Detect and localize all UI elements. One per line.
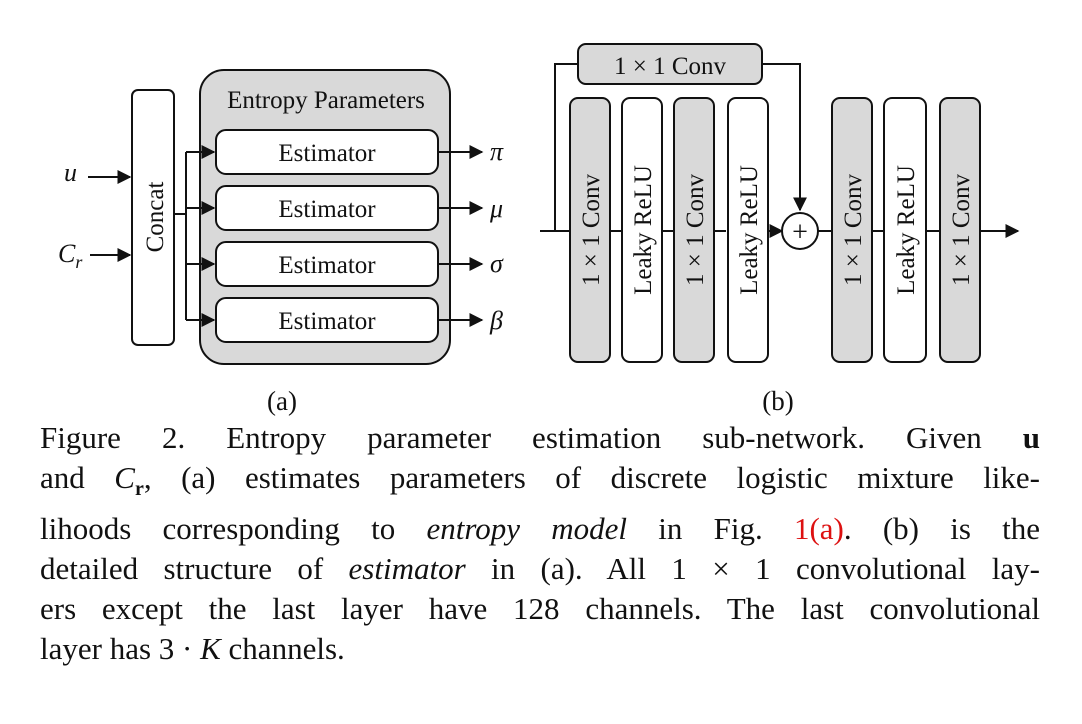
caption-line-3: lihoods corresponding to entropy model i… — [40, 509, 1040, 549]
caption-text: and — [40, 460, 115, 495]
add-node — [781, 212, 819, 250]
figure-reference-link[interactable]: 1(a) — [793, 511, 844, 547]
caption-symbol-c: C — [114, 460, 135, 495]
caption-text: channels. — [220, 631, 345, 667]
layer-box-7 — [939, 97, 981, 363]
caption-text: lihoods corresponding to — [40, 511, 427, 547]
caption-text: in Fig. — [627, 511, 794, 547]
caption-text: Figure 2. Entropy parameter estimation s… — [40, 420, 1023, 455]
caption-emphasis: entropy model — [426, 511, 627, 547]
panel-b: 1 × 1 Conv + 1 × 1 Conv Leaky ReLU 1 × 1… — [540, 43, 1020, 416]
concat-box — [131, 89, 175, 346]
caption-text: , (a) estimates parameters of discrete l… — [143, 460, 1041, 495]
add-symbol: + — [792, 217, 808, 248]
layer-box-3 — [673, 97, 715, 363]
output-beta: β — [489, 306, 503, 335]
input-u-label: u — [64, 158, 77, 187]
caption-symbol-r: r — [134, 478, 144, 501]
estimator-label-3: Estimator — [278, 252, 376, 279]
layer-label-6: Leaky ReLU — [893, 165, 920, 295]
layer-label-2: Leaky ReLU — [630, 165, 657, 295]
estimator-label-1: Estimator — [278, 140, 376, 167]
output-pi: π — [490, 137, 504, 166]
panel-a-label: (a) — [267, 386, 297, 416]
caption-line-6: layer has 3 · K channels. — [40, 629, 1040, 669]
caption-line-4: detailed structure of estimator in (a). … — [40, 549, 1040, 589]
layer-label-3: 1 × 1 Conv — [682, 173, 709, 286]
caption-line-5: ers except the last layer have 128 chann… — [40, 591, 1040, 627]
caption-text: detailed structure of — [40, 551, 349, 587]
estimator-label-2: Estimator — [278, 196, 376, 223]
panel-b-label: (b) — [762, 386, 793, 416]
caption-text: . (b) is the — [843, 511, 1040, 547]
entropy-parameters-title: Entropy Parameters — [227, 87, 425, 114]
layer-box-1 — [569, 97, 611, 363]
caption-symbol-u: u — [1022, 420, 1040, 455]
layer-label-1: 1 × 1 Conv — [578, 173, 605, 286]
panel-a: u Cr Concat Entropy Parameters Estimator… — [58, 69, 504, 416]
layer-box-6 — [883, 97, 927, 363]
figure-caption: Figure 2. Entropy parameter estimation s… — [40, 418, 1040, 669]
caption-line-1: Figure 2. Entropy parameter estimation s… — [40, 418, 1040, 458]
layer-label-7: 1 × 1 Conv — [948, 173, 975, 286]
caption-text: in (a). All 1 × 1 convolutional lay- — [465, 551, 1040, 587]
layer-box-2 — [621, 97, 663, 363]
caption-text: layer has 3 · — [40, 631, 201, 667]
estimator-label-4: Estimator — [278, 308, 376, 335]
caption-emphasis: estimator — [348, 551, 466, 587]
skip-path-right — [762, 63, 807, 212]
caption-line-2: and Cr, (a) estimates parameters of disc… — [40, 458, 1040, 509]
caption-symbol-k: K — [200, 631, 221, 667]
output-sigma: σ — [490, 249, 504, 278]
layer-label-4: Leaky ReLU — [736, 165, 763, 295]
figure-diagrams: u Cr Concat Entropy Parameters Estimator… — [58, 43, 1020, 416]
concat-label: Concat — [142, 182, 169, 253]
input-cr-label: Cr — [58, 239, 83, 272]
layer-box-4 — [727, 97, 769, 363]
skip-path-left — [554, 63, 578, 231]
skip-conv-label: 1 × 1 Conv — [614, 53, 727, 80]
layer-box-5 — [831, 97, 873, 363]
output-mu: μ — [489, 194, 503, 223]
layer-label-5: 1 × 1 Conv — [840, 173, 867, 286]
